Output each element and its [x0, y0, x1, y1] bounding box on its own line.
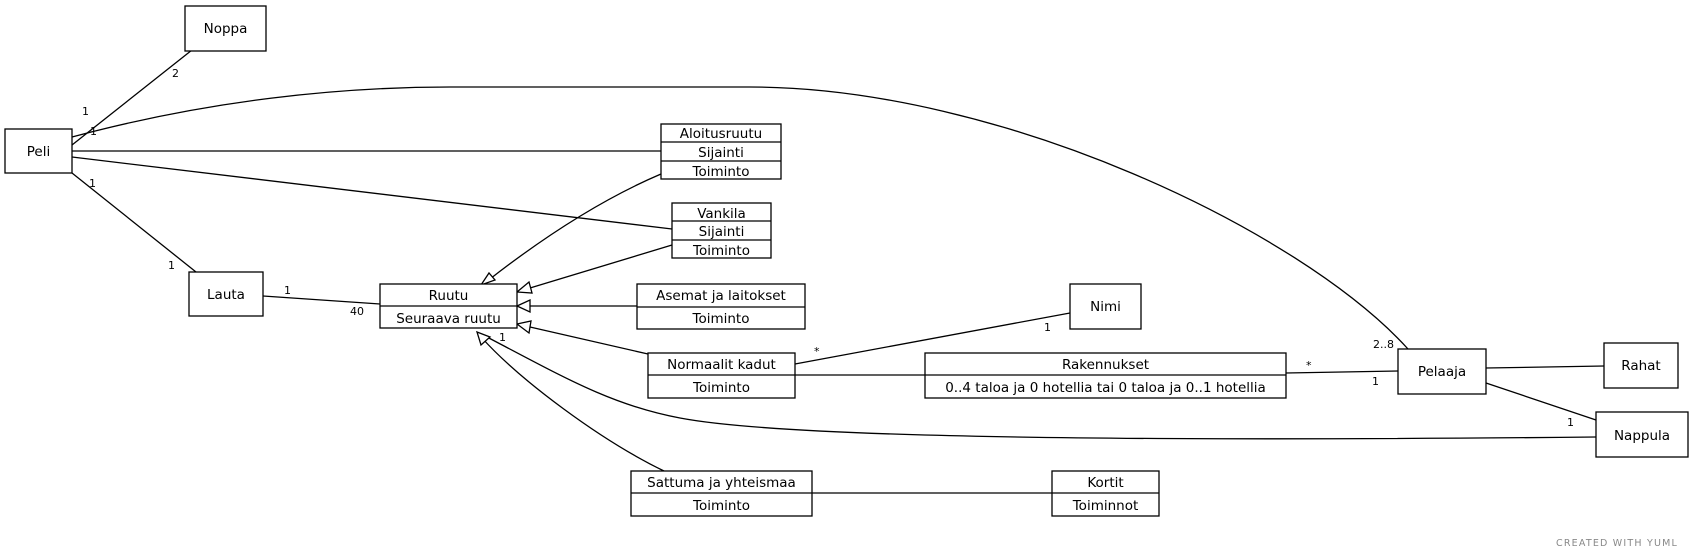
- class-name: Rahat: [1621, 358, 1660, 374]
- mult-peli-noppa-noppa: 2: [172, 67, 179, 80]
- mult-lauta-ruutu-lauta: 1: [284, 284, 291, 297]
- class-operation: Toiminto: [692, 243, 750, 259]
- edge-rakennukset-pelaaja: [1285, 370, 1399, 374]
- edge-peli-lauta: [71, 172, 197, 273]
- class-lauta: Lauta: [188, 271, 264, 317]
- mult-peli-noppa-peli: 1: [82, 105, 89, 118]
- class-operation: Toiminto: [692, 380, 750, 396]
- class-normaalit-kadut: Normaalit kadut Toiminto: [647, 352, 796, 399]
- multiplicity-labels: 1 2 1 2..8 1 1 1 40 1 1 * 1 * 1: [82, 67, 1574, 429]
- edge-normaalit-nimi: [794, 312, 1071, 365]
- class-name: Noppa: [204, 21, 248, 37]
- inherit-arrow-aloitusruutu: [479, 271, 497, 287]
- edge-peli-vankila: [71, 156, 673, 230]
- class-nimi: Nimi: [1069, 283, 1142, 330]
- class-operation: Toiminto: [692, 164, 750, 180]
- class-rakennukset: Rakennukset 0..4 taloa ja 0 hotellia tai…: [924, 352, 1287, 399]
- yuml-credit: CREATED WITH YUML: [1556, 538, 1678, 549]
- inherit-arrow-normaalit: [515, 320, 532, 335]
- class-name: Sattuma ja yhteismaa: [647, 475, 796, 491]
- edge-ruutu-nappula: [484, 335, 1597, 440]
- class-operation: Toiminto: [692, 311, 750, 327]
- class-aloitusruutu: Aloitusruutu Sijainti Toiminto: [660, 123, 782, 180]
- class-vankila: Vankila Sijainti Toiminto: [671, 202, 772, 259]
- class-nappula: Nappula: [1595, 411, 1689, 458]
- class-name: Vankila: [697, 206, 746, 222]
- class-name: Rakennukset: [1062, 357, 1149, 373]
- class-operation: Toiminnot: [1072, 498, 1139, 514]
- class-attribute: Seuraava ruutu: [396, 311, 501, 327]
- associations: [71, 49, 1605, 494]
- class-name: Nappula: [1614, 428, 1670, 444]
- mult-ruutu-nappula-ruutu: 1: [499, 331, 506, 344]
- edge-lauta-ruutu: [262, 295, 381, 305]
- class-name: Pelaaja: [1418, 364, 1466, 380]
- class-name: Normaalit kadut: [667, 357, 776, 373]
- class-name: Asemat ja laitokset: [656, 288, 786, 304]
- class-noppa: Noppa: [184, 5, 267, 52]
- mult-peli-lauta-lauta: 1: [168, 259, 175, 272]
- mult-ruutu-nappula-nappula: 1: [1567, 416, 1574, 429]
- class-ruutu: Ruutu Seuraava ruutu: [379, 283, 518, 329]
- class-name: Kortit: [1087, 475, 1123, 491]
- class-operation: Toiminto: [692, 498, 750, 514]
- edge-pelaaja-nappula: [1485, 382, 1597, 421]
- inherit-sattuma-ruutu: [481, 337, 665, 472]
- inherit-arrow-asemat: [515, 298, 531, 314]
- class-sattuma-ja-yhteismaa: Sattuma ja yhteismaa Toiminto: [630, 470, 813, 517]
- inherit-aloitusruutu-ruutu: [489, 173, 662, 280]
- inherit-vankila-ruutu: [529, 244, 673, 289]
- mult-normaalit-nimi-nimi: 1: [1044, 321, 1051, 334]
- class-asemat-ja-laitokset: Asemat ja laitokset Toiminto: [636, 283, 806, 330]
- class-name: Nimi: [1090, 299, 1121, 315]
- inherit-arrow-sattuma: [475, 330, 492, 347]
- inherit-arrow-vankila: [515, 280, 533, 294]
- mult-rakennukset-pelaaja-pelaaja: 1: [1372, 375, 1379, 388]
- class-attribute: Sijainti: [698, 145, 744, 161]
- class-attribute: 0..4 taloa ja 0 hotellia tai 0 taloa ja …: [945, 380, 1266, 396]
- generalizations: [475, 173, 673, 472]
- edge-pelaaja-rahat: [1485, 365, 1605, 369]
- edge-peli-pelaaja: [71, 86, 1409, 350]
- class-name: Peli: [27, 144, 50, 160]
- mult-peli-lauta-peli: 1: [89, 177, 96, 190]
- mult-peli-pelaaja-peli: 1: [90, 125, 97, 138]
- class-name: Lauta: [207, 287, 245, 303]
- class-rahat: Rahat: [1603, 342, 1679, 389]
- mult-rakennukset-pelaaja-rakennukset: *: [1306, 359, 1312, 372]
- class-peli: Peli: [4, 128, 73, 174]
- class-name: Aloitusruutu: [680, 126, 762, 142]
- inherit-normaalit-ruutu: [529, 326, 649, 355]
- class-kortit: Kortit Toiminnot: [1051, 470, 1160, 517]
- class-pelaaja: Pelaaja: [1397, 348, 1487, 395]
- edge-peli-noppa: [71, 49, 193, 146]
- mult-lauta-ruutu-ruutu: 40: [350, 305, 364, 318]
- mult-peli-pelaaja-pelaaja: 2..8: [1373, 338, 1394, 351]
- class-attribute: Sijainti: [699, 224, 745, 240]
- mult-normaalit-nimi-normaalit: *: [814, 345, 820, 358]
- class-name: Ruutu: [429, 288, 469, 304]
